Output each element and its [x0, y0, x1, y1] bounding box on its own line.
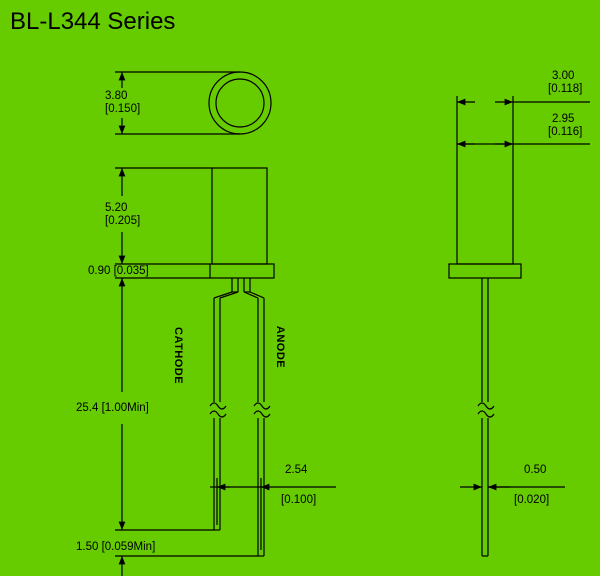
led-body-side	[448, 143, 522, 557]
pin-spacing-in: [0.100]	[281, 494, 317, 506]
flange-width-mm: 3.00	[552, 70, 575, 82]
page-title: BL-L344 Series	[10, 8, 176, 35]
led-body-front	[209, 167, 275, 293]
anode-lead	[243, 291, 271, 557]
body-height-mm: 5.20	[105, 202, 128, 214]
flange-width-in: [0.118]	[548, 83, 583, 95]
lens-diameter-in: [0.150]	[105, 103, 141, 115]
anode-label: ANODE	[274, 325, 286, 369]
pin-spacing-mm: 2.54	[285, 464, 308, 476]
cathode-label: CATHODE	[172, 327, 184, 385]
lead-width-in: [0.020]	[514, 494, 550, 506]
body-width-mm: 2.95	[552, 113, 575, 125]
lead-bottom-label: 1.50 [0.059Min]	[76, 541, 156, 553]
flange-height-label: 0.90 [0.035]	[88, 265, 149, 277]
width-dimensions	[456, 96, 590, 148]
cathode-lead	[209, 291, 239, 531]
lens-diameter-dimension	[115, 71, 240, 135]
body-height-in: [0.205]	[105, 215, 141, 227]
body-width-in: [0.116]	[548, 126, 583, 138]
lead-width-mm: 0.50	[524, 464, 547, 476]
height-dimension-chain	[115, 167, 258, 576]
lens-diameter-mm: 3.80	[105, 90, 128, 102]
lead-length-label: 25.4 [1.00Min]	[76, 402, 149, 414]
lens-top-view	[208, 71, 272, 135]
